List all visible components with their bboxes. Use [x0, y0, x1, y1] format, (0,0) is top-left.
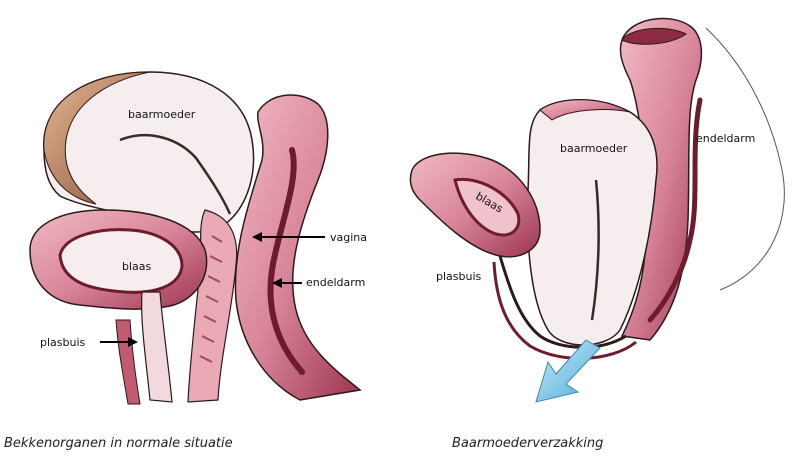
left-diagram: baarmoeder blaas vagina endeldarm plasbu… [30, 72, 367, 404]
right-body-outline [706, 28, 784, 290]
right-label-uterus: baarmoeder [560, 142, 628, 155]
right-label-urethra: plasbuis [436, 270, 482, 283]
left-label-urethra: plasbuis [40, 336, 86, 349]
left-label-rectum: endeldarm [306, 276, 365, 289]
right-label-rectum: endeldarm [696, 132, 755, 145]
left-label-vagina: vagina [330, 231, 367, 244]
left-urethra [142, 292, 172, 402]
left-label-uterus: baarmoeder [128, 108, 196, 121]
right-caption: Baarmoederverzakking [452, 436, 603, 451]
left-label-bladder: blaas [122, 260, 152, 273]
prolapse-direction-arrow [536, 340, 600, 402]
right-diagram: baarmoeder blaas endeldarm plasbuis [410, 18, 784, 402]
left-urethra-outer [116, 320, 140, 404]
left-caption: Bekkenorganen in normale situatie [4, 436, 233, 451]
left-rectum-wall [235, 95, 360, 400]
left-bladder-inner [60, 230, 182, 293]
